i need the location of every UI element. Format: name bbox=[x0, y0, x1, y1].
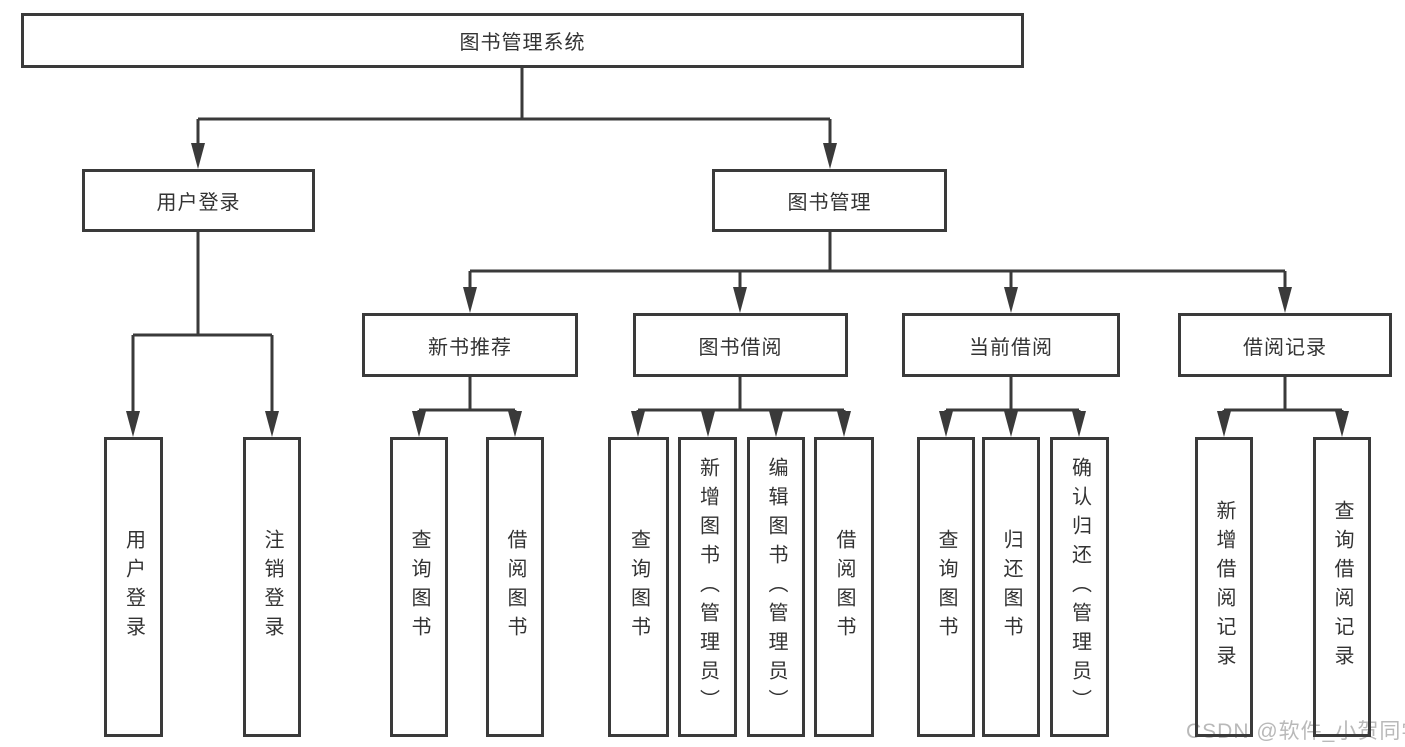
leaf-query-books-recommend: 查询图书 bbox=[390, 437, 448, 737]
node-label: 图书借阅 bbox=[698, 336, 783, 359]
node-book-management: 图书管理 bbox=[712, 169, 947, 232]
node-label: 编辑图书（管理员） bbox=[765, 456, 787, 718]
arrowhead-icon bbox=[1072, 411, 1086, 437]
node-label: 确认归还（管理员） bbox=[1068, 456, 1091, 718]
node-label: 图书管理 bbox=[787, 192, 872, 214]
connector-borrow-to-leaves bbox=[636, 377, 846, 417]
arrowhead-icon bbox=[1278, 287, 1292, 313]
arrowhead-icon bbox=[463, 287, 477, 313]
leaf-query-books-current: 查询图书 bbox=[917, 437, 975, 737]
connector-records-to-leaves bbox=[1222, 377, 1344, 417]
arrowhead-icon bbox=[1217, 411, 1231, 437]
arrowhead-icon bbox=[508, 411, 522, 437]
node-root-system: 图书管理系统 bbox=[21, 13, 1024, 68]
leaf-confirm-return-admin: 确认归还（管理员） bbox=[1050, 437, 1109, 737]
arrowhead-icon bbox=[1004, 287, 1018, 313]
leaf-add-borrow-record: 新增借阅记录 bbox=[1195, 437, 1253, 737]
arrowhead-icon bbox=[939, 411, 953, 437]
arrowheads bbox=[126, 143, 1349, 437]
leaf-logout: 注销登录 bbox=[243, 437, 301, 737]
arrowhead-icon bbox=[265, 411, 279, 437]
node-label: 借阅图书 bbox=[833, 529, 855, 645]
node-label: 查询图书 bbox=[935, 529, 957, 645]
node-label: 查询借阅记录 bbox=[1331, 500, 1353, 674]
node-label: 新书推荐 bbox=[428, 336, 512, 359]
node-label: 借阅记录 bbox=[1243, 336, 1327, 359]
leaf-borrow-books-borrowing: 借阅图书 bbox=[814, 437, 874, 737]
arrowhead-icon bbox=[1004, 411, 1018, 437]
leaf-query-borrow-record: 查询借阅记录 bbox=[1313, 437, 1371, 737]
leaf-add-book-admin: 新增图书（管理员） bbox=[678, 437, 737, 737]
node-label: 注销登录 bbox=[261, 529, 283, 645]
connector-login-to-leaves bbox=[131, 232, 274, 417]
node-book-borrowing: 图书借阅 bbox=[633, 313, 848, 377]
node-label: 图书管理系统 bbox=[459, 32, 586, 54]
node-label: 新增图书（管理员） bbox=[696, 456, 719, 718]
arrowhead-icon bbox=[412, 411, 426, 437]
arrowhead-icon bbox=[126, 411, 140, 437]
node-label: 当前借阅 bbox=[969, 336, 1053, 359]
connector-root-to-level2 bbox=[196, 68, 832, 149]
csdn-watermark: CSDN @软件_小贺同学 bbox=[1186, 720, 1405, 743]
arrowhead-icon bbox=[191, 143, 205, 169]
node-borrowing-records: 借阅记录 bbox=[1178, 313, 1392, 377]
node-label: 用户登录 bbox=[122, 529, 145, 645]
node-current-borrowing: 当前借阅 bbox=[902, 313, 1120, 377]
leaf-user-login: 用户登录 bbox=[104, 437, 163, 737]
connector-mgmt-to-level3 bbox=[468, 232, 1287, 293]
node-label: 借阅图书 bbox=[504, 529, 526, 645]
arrowhead-icon bbox=[631, 411, 645, 437]
connector-newbook-to-leaves bbox=[417, 377, 517, 417]
node-label: 查询图书 bbox=[627, 529, 650, 645]
arrowhead-icon bbox=[837, 411, 851, 437]
leaf-query-books-borrowing: 查询图书 bbox=[608, 437, 669, 737]
arrowhead-icon bbox=[733, 287, 747, 313]
arrowhead-icon bbox=[769, 411, 783, 437]
node-label: 归还图书 bbox=[1000, 529, 1022, 645]
leaf-edit-book-admin: 编辑图书（管理员） bbox=[747, 437, 805, 737]
node-label: 查询图书 bbox=[408, 529, 430, 645]
leaf-borrow-books-recommend: 借阅图书 bbox=[486, 437, 544, 737]
leaf-return-book: 归还图书 bbox=[982, 437, 1040, 737]
node-new-book-recommend: 新书推荐 bbox=[362, 313, 578, 377]
arrowhead-icon bbox=[701, 411, 715, 437]
node-user-login: 用户登录 bbox=[82, 169, 315, 232]
node-label: 用户登录 bbox=[156, 192, 241, 214]
arrowhead-icon bbox=[823, 143, 837, 169]
node-label: 新增借阅记录 bbox=[1213, 500, 1235, 674]
arrowhead-icon bbox=[1335, 411, 1349, 437]
